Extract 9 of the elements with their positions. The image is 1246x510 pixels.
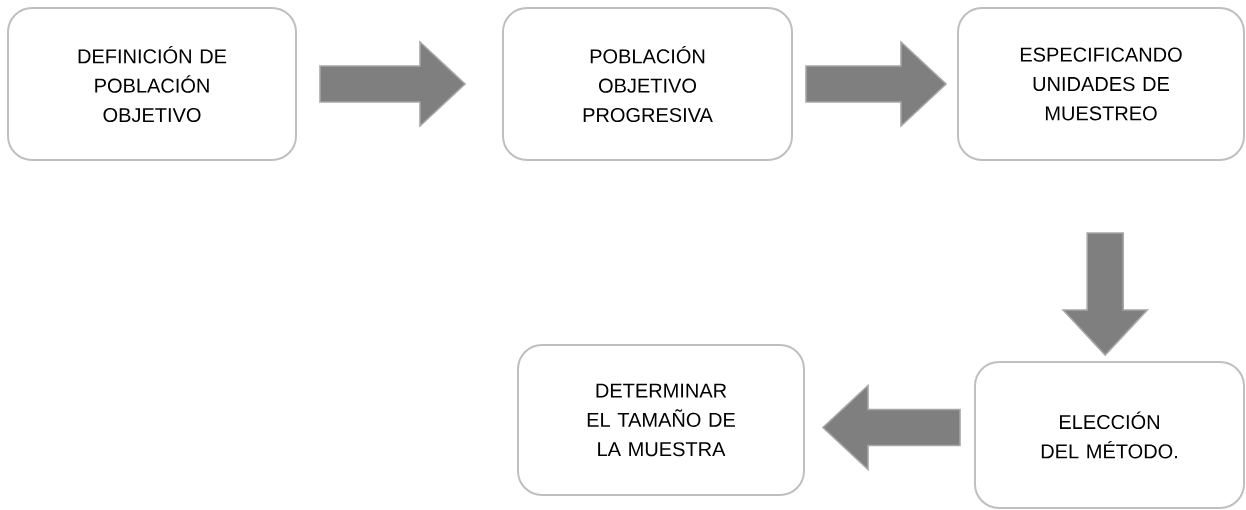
process-box: POBLACIÓN OBJETIVO PROGRESIVA [502,7,794,161]
block-arrow [1061,232,1150,357]
process-box: ELECCIÓN DEL MÉTODO. [973,361,1246,509]
block-arrow [805,40,948,128]
process-box: DETERMINAR EL TAMAÑO DE LA MUESTRA [517,344,805,496]
process-box: DEFINICIÓN DE POBLACIÓN OBJETIVO [7,7,297,161]
block-arrow [821,383,961,472]
process-box: ESPECIFICANDO UNIDADES DE MUESTREO [957,7,1245,161]
block-arrow [319,40,467,128]
